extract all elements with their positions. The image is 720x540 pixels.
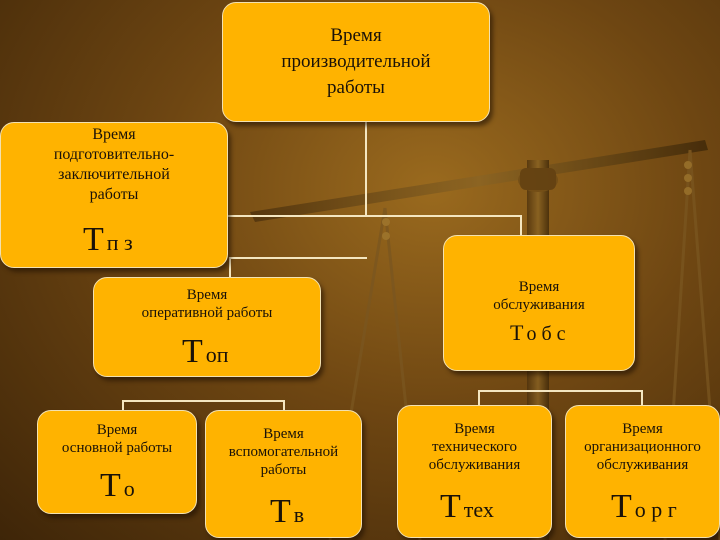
connector-tv-down (283, 400, 285, 410)
node-auxiliary-time-label: Время вспомогательной работы (228, 426, 339, 478)
connector-obs-children (478, 390, 642, 392)
scale-beam (250, 140, 708, 222)
connector-ttex-down (478, 390, 480, 405)
node-productive-time: Время производительной работы (222, 2, 490, 122)
connector-mid-branch (229, 257, 367, 259)
connector-to-tpz (205, 215, 367, 217)
node-preparatory-final-time-label: Время подготовительно- заключительной ра… (53, 126, 175, 203)
connector-top-down (229, 257, 231, 277)
node-main-work-time-label: Время основной работы (61, 422, 173, 456)
node-technical-service-time-label: Время технического обслуживания (428, 421, 521, 473)
connector-root-down (365, 122, 367, 217)
node-preparatory-final-time: Время подготовительно- заключительной ра… (0, 122, 228, 268)
connector-to-down (122, 400, 124, 410)
connector-torg-down (641, 390, 643, 405)
node-service-time-label: Время обслуживания (493, 279, 585, 313)
node-organizational-service-time-label: Время организационного обслуживания (584, 421, 701, 473)
connector-to-tobs (365, 215, 522, 217)
node-productive-time-label: Время производительной работы (281, 25, 431, 98)
connector-tobs-down (520, 215, 522, 235)
connector-op-children (122, 400, 284, 402)
node-operational-time-label: Время оперативной работы (141, 287, 273, 321)
